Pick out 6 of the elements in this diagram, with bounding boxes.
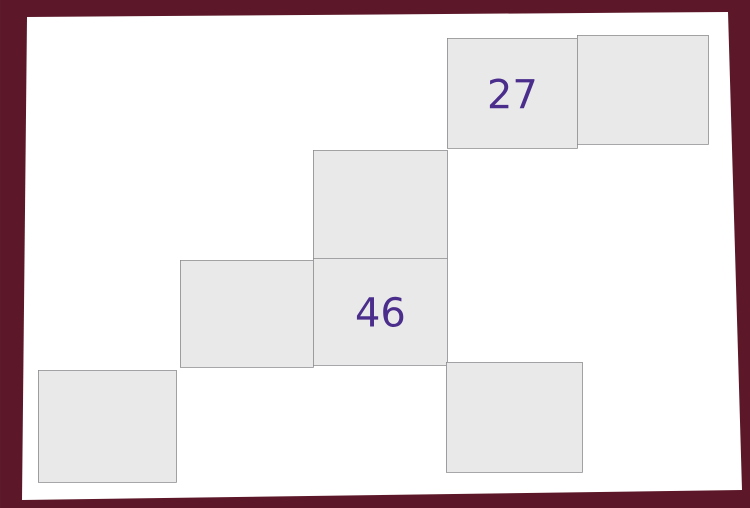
number-box: 27: [447, 38, 578, 149]
number-box: 46: [313, 258, 448, 366]
empty-box: [446, 362, 583, 473]
empty-box: [38, 370, 177, 483]
empty-box: [577, 35, 709, 145]
empty-box: [313, 150, 448, 259]
